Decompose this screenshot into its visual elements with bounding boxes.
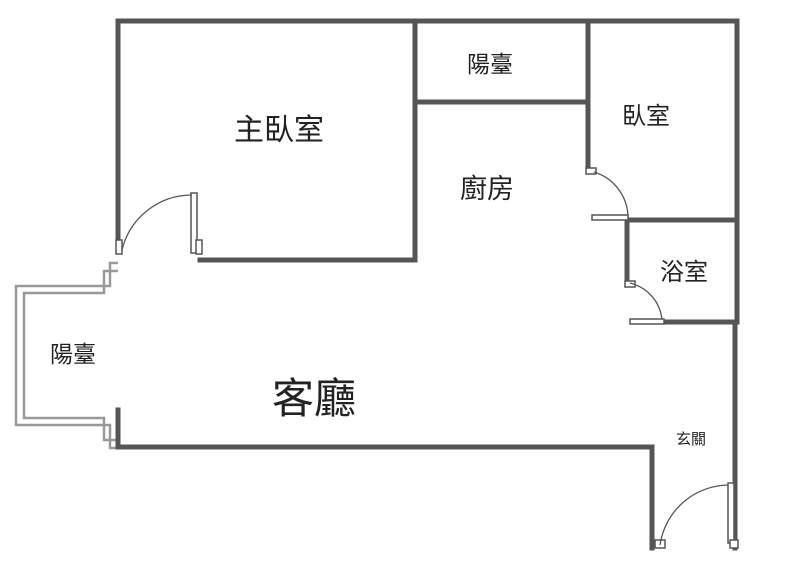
door-entrance <box>654 482 739 549</box>
label-living-room: 客廳 <box>272 374 356 423</box>
door-bathroom <box>624 280 665 325</box>
label-balcony-top: 陽臺 <box>467 52 513 78</box>
label-master-bedroom: 主臥室 <box>234 113 324 148</box>
walls <box>115 18 740 551</box>
label-balcony-left: 陽臺 <box>50 342 96 368</box>
door-bedroom <box>585 167 629 221</box>
label-bathroom: 浴室 <box>660 258 708 286</box>
left-balcony-outline <box>14 261 118 450</box>
door-master-bedroom <box>115 192 203 255</box>
label-entrance: 玄關 <box>676 430 706 448</box>
label-kitchen: 廚房 <box>460 174 514 205</box>
label-bedroom: 臥室 <box>622 102 670 130</box>
